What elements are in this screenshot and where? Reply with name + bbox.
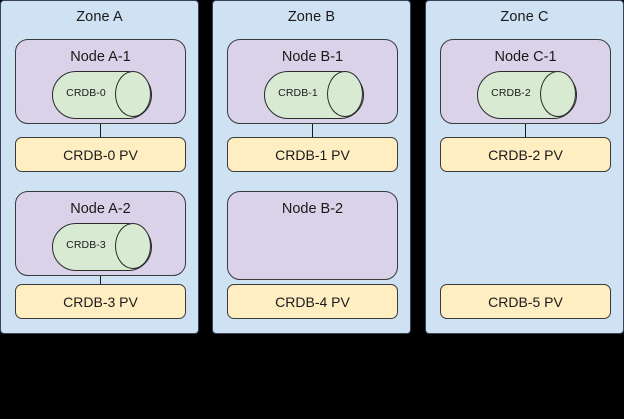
node-label: Node A-1 bbox=[70, 49, 131, 65]
database-cylinder-crdb-0[interactable]: CRDB-0 bbox=[52, 71, 152, 119]
zone-container-a: Zone A Node A-1 CRDB-0 CRDB-0 PV Node A-… bbox=[0, 0, 199, 334]
pod-label: CRDB-1 bbox=[278, 87, 318, 99]
pod-label: CRDB-2 bbox=[491, 87, 531, 99]
pv-label: CRDB-0 PV bbox=[63, 147, 138, 163]
cylinder-end-cap bbox=[540, 71, 576, 117]
connector-line-crdb-2 bbox=[525, 124, 526, 139]
cylinder-end-cap bbox=[327, 71, 363, 117]
node-box-b-1[interactable]: Node B-1 CRDB-1 bbox=[227, 39, 398, 124]
database-cylinder-crdb-2[interactable]: CRDB-2 bbox=[477, 71, 577, 119]
node-box-c-1[interactable]: Node C-1 CRDB-2 bbox=[440, 39, 611, 124]
node-box-a-2[interactable]: Node A-2 CRDB-3 bbox=[15, 191, 186, 276]
connector-line-crdb-1 bbox=[312, 124, 313, 139]
zone-container-b: Zone B Node B-1 CRDB-1 CRDB-1 PV Node B-… bbox=[212, 0, 411, 334]
zone-title: Zone C bbox=[500, 9, 549, 25]
zone-title: Zone A bbox=[76, 9, 123, 25]
pv-box-crdb-5[interactable]: CRDB-5 PV bbox=[440, 284, 611, 319]
pod-label: CRDB-0 bbox=[66, 87, 106, 99]
cylinder-end-cap bbox=[115, 223, 151, 269]
database-cylinder-crdb-3[interactable]: CRDB-3 bbox=[52, 223, 152, 271]
node-box-a-1[interactable]: Node A-1 CRDB-0 bbox=[15, 39, 186, 124]
node-label: Node B-1 bbox=[281, 49, 344, 65]
zone-title: Zone B bbox=[287, 9, 336, 25]
pv-label: CRDB-1 PV bbox=[275, 147, 350, 163]
node-label: Node C-1 bbox=[494, 49, 557, 65]
pv-box-crdb-1[interactable]: CRDB-1 PV bbox=[227, 137, 398, 172]
pv-box-crdb-2[interactable]: CRDB-2 PV bbox=[440, 137, 611, 172]
database-cylinder-crdb-1[interactable]: CRDB-1 bbox=[264, 71, 364, 119]
node-label: Node B-2 bbox=[281, 201, 344, 217]
pv-label: CRDB-2 PV bbox=[488, 147, 563, 163]
zone-container-c: Zone C Node C-1 CRDB-2 CRDB-2 PV CRDB-5 … bbox=[425, 0, 624, 334]
pv-box-crdb-0[interactable]: CRDB-0 PV bbox=[15, 137, 186, 172]
pv-box-crdb-3[interactable]: CRDB-3 PV bbox=[15, 284, 186, 319]
node-box-b-2-empty[interactable]: Node B-2 bbox=[227, 191, 398, 280]
pv-label: CRDB-3 PV bbox=[63, 294, 138, 310]
pv-box-crdb-4[interactable]: CRDB-4 PV bbox=[227, 284, 398, 319]
connector-line-crdb-3 bbox=[100, 276, 101, 286]
pv-label: CRDB-4 PV bbox=[275, 294, 350, 310]
pv-label: CRDB-5 PV bbox=[488, 294, 563, 310]
pod-label: CRDB-3 bbox=[66, 239, 106, 251]
cylinder-end-cap bbox=[115, 71, 151, 117]
node-label: Node A-2 bbox=[70, 201, 131, 217]
connector-line-crdb-0 bbox=[100, 124, 101, 139]
